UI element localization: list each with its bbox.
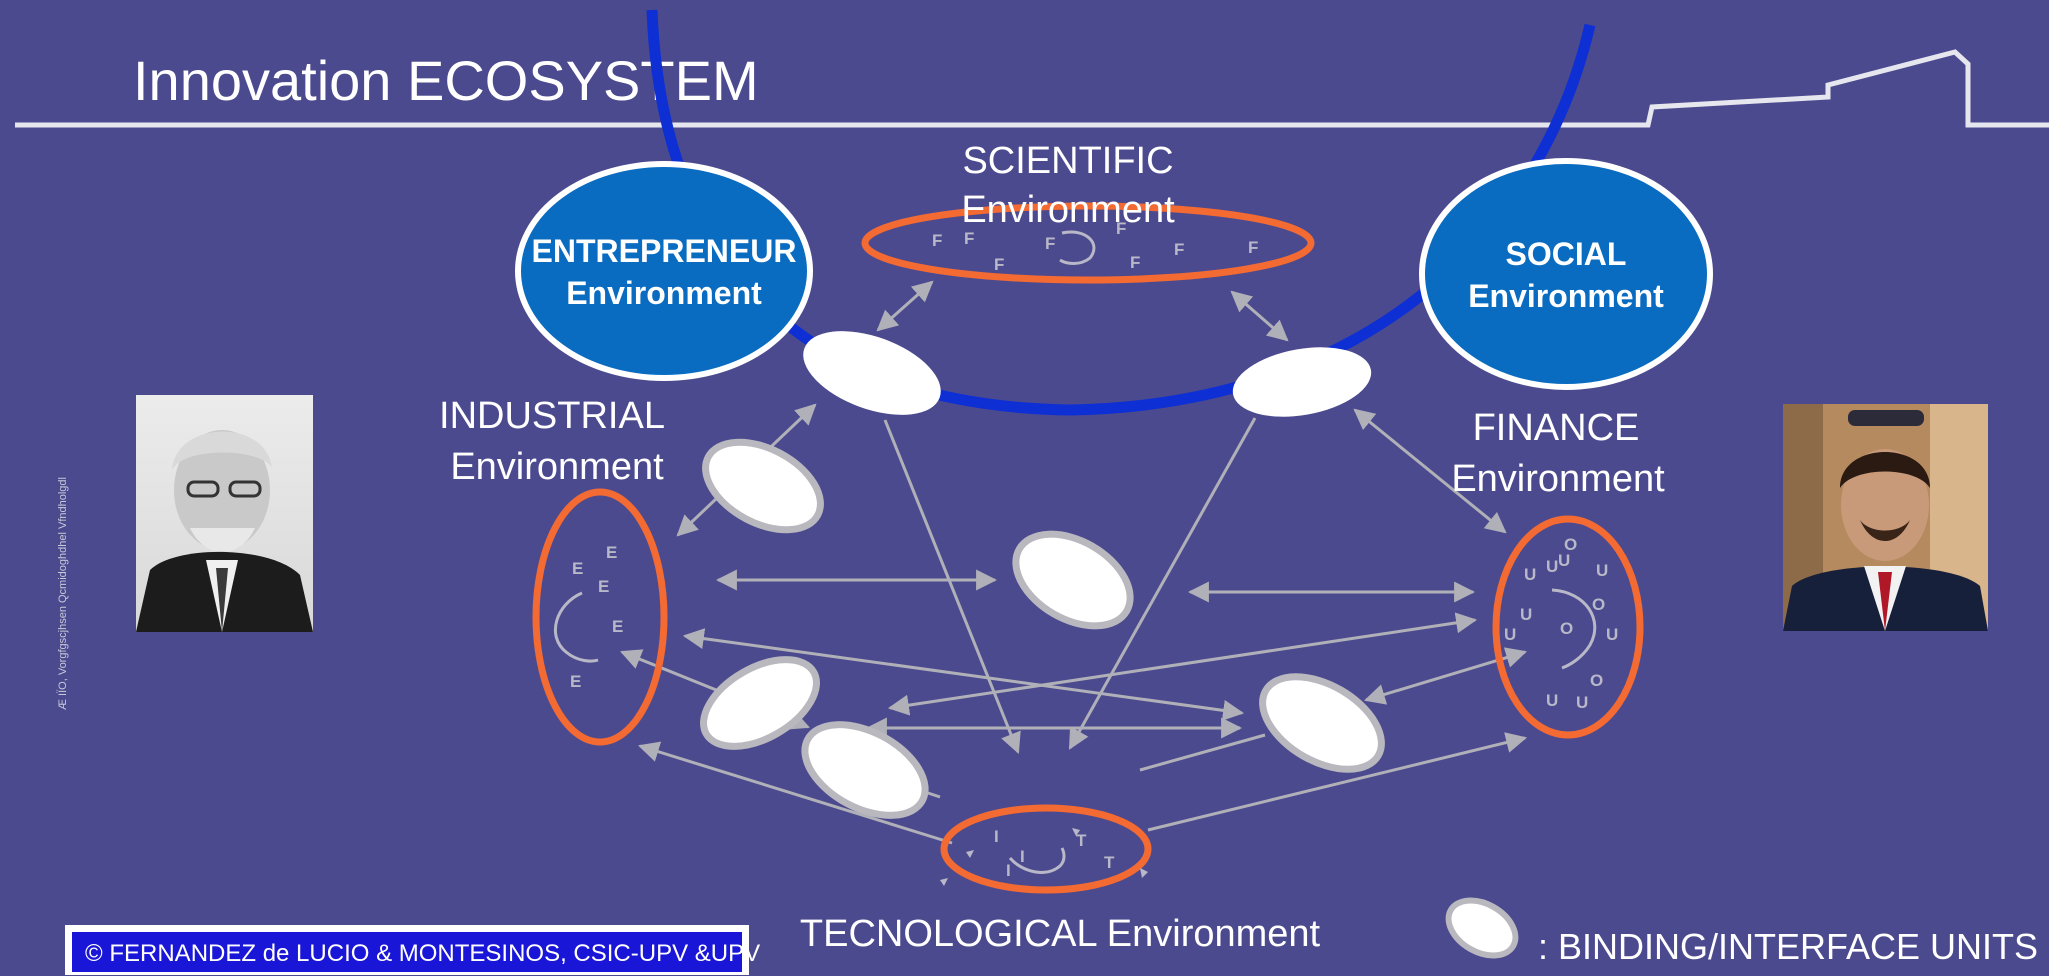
finance-label-line2: Environment: [1451, 458, 1665, 500]
social-bubble: SOCIAL Environment: [1419, 158, 1713, 390]
unit-letter-o: O: [1592, 595, 1605, 614]
side-vertical-text: Æ IÏO, Vorgfgscjhsen Qcmidoghdhel Vfndho…: [57, 477, 69, 710]
finance-label-line1: FINANCE: [1473, 407, 1640, 449]
tech-marker: [940, 878, 948, 886]
connector-arrows: [620, 280, 1528, 845]
unit-letter-o: O: [1560, 619, 1573, 638]
arrow-scientific-binder-left: [876, 280, 934, 332]
unit-letter-f: F: [964, 229, 974, 248]
arrow-tech-binder: [1139, 733, 1266, 772]
social-label-line1: SOCIAL: [1506, 236, 1627, 272]
legend: : BINDING/INTERFACE UNITS: [1445, 897, 2038, 967]
header-rule-skyline: [15, 49, 2049, 128]
portrait-elderly-man: [136, 395, 313, 632]
technological-label: TECNOLOGICAL Environment: [800, 913, 1321, 955]
binder-unit: [702, 438, 824, 534]
unit-letter-u: U: [1558, 551, 1570, 570]
portrait-young-man: [1783, 404, 1988, 631]
legend-binder-icon: [1445, 897, 1519, 959]
unit-letter-f: F: [1116, 219, 1126, 238]
unit-letter-i: I: [1020, 847, 1025, 866]
scientific-label-line1: SCIENTIFIC: [962, 140, 1173, 182]
unit-letter-o: O: [1564, 535, 1577, 554]
unit-letter-f: F: [1130, 253, 1140, 272]
arrow-scientific-binder-right: [1230, 290, 1289, 342]
entrepreneur-label-line2: Environment: [566, 275, 762, 311]
copyright-text: © FERNANDEZ de LUCIO & MONTESINOS, CSIC-…: [85, 940, 760, 967]
arrow-tech-finance: [1147, 732, 1528, 832]
technological-environment: I I I T T TECNOLOGICAL Environment: [800, 804, 1321, 955]
tech-marker: [1140, 868, 1148, 878]
unit-letter-e: E: [570, 672, 581, 691]
unit-letter-u: U: [1576, 693, 1588, 712]
unit-letter-f: F: [1174, 240, 1184, 259]
unit-letter-t: T: [1104, 853, 1115, 872]
unit-letter-e: E: [606, 543, 617, 562]
scientific-environment: F F F F F F F F SCIENTIFIC Environment: [861, 140, 1315, 284]
legend-label: : BINDING/INTERFACE UNITS: [1538, 926, 2038, 967]
tech-marker: [1072, 828, 1080, 836]
tech-marker: [966, 850, 974, 858]
industrial-environment: E E E E E INDUSTRIAL Environment: [439, 395, 668, 746]
binder-unit: [803, 331, 941, 415]
unit-letter-f: F: [994, 255, 1004, 274]
binder-unit: [1232, 347, 1372, 417]
unit-letter-u: U: [1504, 625, 1516, 644]
unit-letter-f: F: [1248, 238, 1258, 257]
unit-letter-e: E: [572, 559, 583, 578]
unit-letter-f: F: [932, 231, 942, 250]
scientific-label-line2: Environment: [961, 189, 1175, 231]
unit-letter-e: E: [598, 577, 609, 596]
unit-letter-o: O: [1590, 671, 1603, 690]
arrow-binder-to-tech-left: [883, 419, 1021, 754]
binding-units: [700, 331, 1385, 819]
industrial-label-line1: INDUSTRIAL: [439, 395, 665, 437]
binder-unit: [801, 721, 929, 819]
arrow-industrial-finance-cross-b: [887, 612, 1478, 716]
entrepreneur-bubble: ENTREPRENEUR Environment: [515, 161, 813, 381]
binder-unit: [1259, 673, 1385, 773]
arrow-tech-stub: [927, 791, 941, 799]
binder-unit: [1012, 530, 1134, 630]
copyright-box: © FERNANDEZ de LUCIO & MONTESINOS, CSIC-…: [65, 925, 760, 975]
unit-letter-u: U: [1546, 557, 1558, 576]
unit-letter-u: U: [1524, 565, 1536, 584]
industrial-label-line2: Environment: [450, 446, 664, 488]
binder-unit: [700, 656, 820, 750]
unit-letter-f: F: [1045, 234, 1055, 253]
unit-letter-t: T: [1076, 831, 1087, 850]
unit-letter-u: U: [1546, 691, 1558, 710]
unit-letter-u: U: [1606, 625, 1618, 644]
unit-letter-i: I: [1006, 861, 1011, 880]
unit-letter-i: I: [994, 827, 999, 846]
unit-letter-e: E: [612, 617, 623, 636]
arrow-finance-binder-top: [1353, 408, 1507, 534]
unit-letter-u: U: [1520, 605, 1532, 624]
unit-letter-u: U: [1596, 561, 1608, 580]
social-label-line2: Environment: [1468, 278, 1664, 314]
arrow-tech-industrial: [637, 741, 953, 845]
finance-environment: O U U U U O U U O U O U U FINANCE Enviro…: [1451, 407, 1665, 739]
entrepreneur-label-line1: ENTREPRENEUR: [532, 233, 797, 269]
